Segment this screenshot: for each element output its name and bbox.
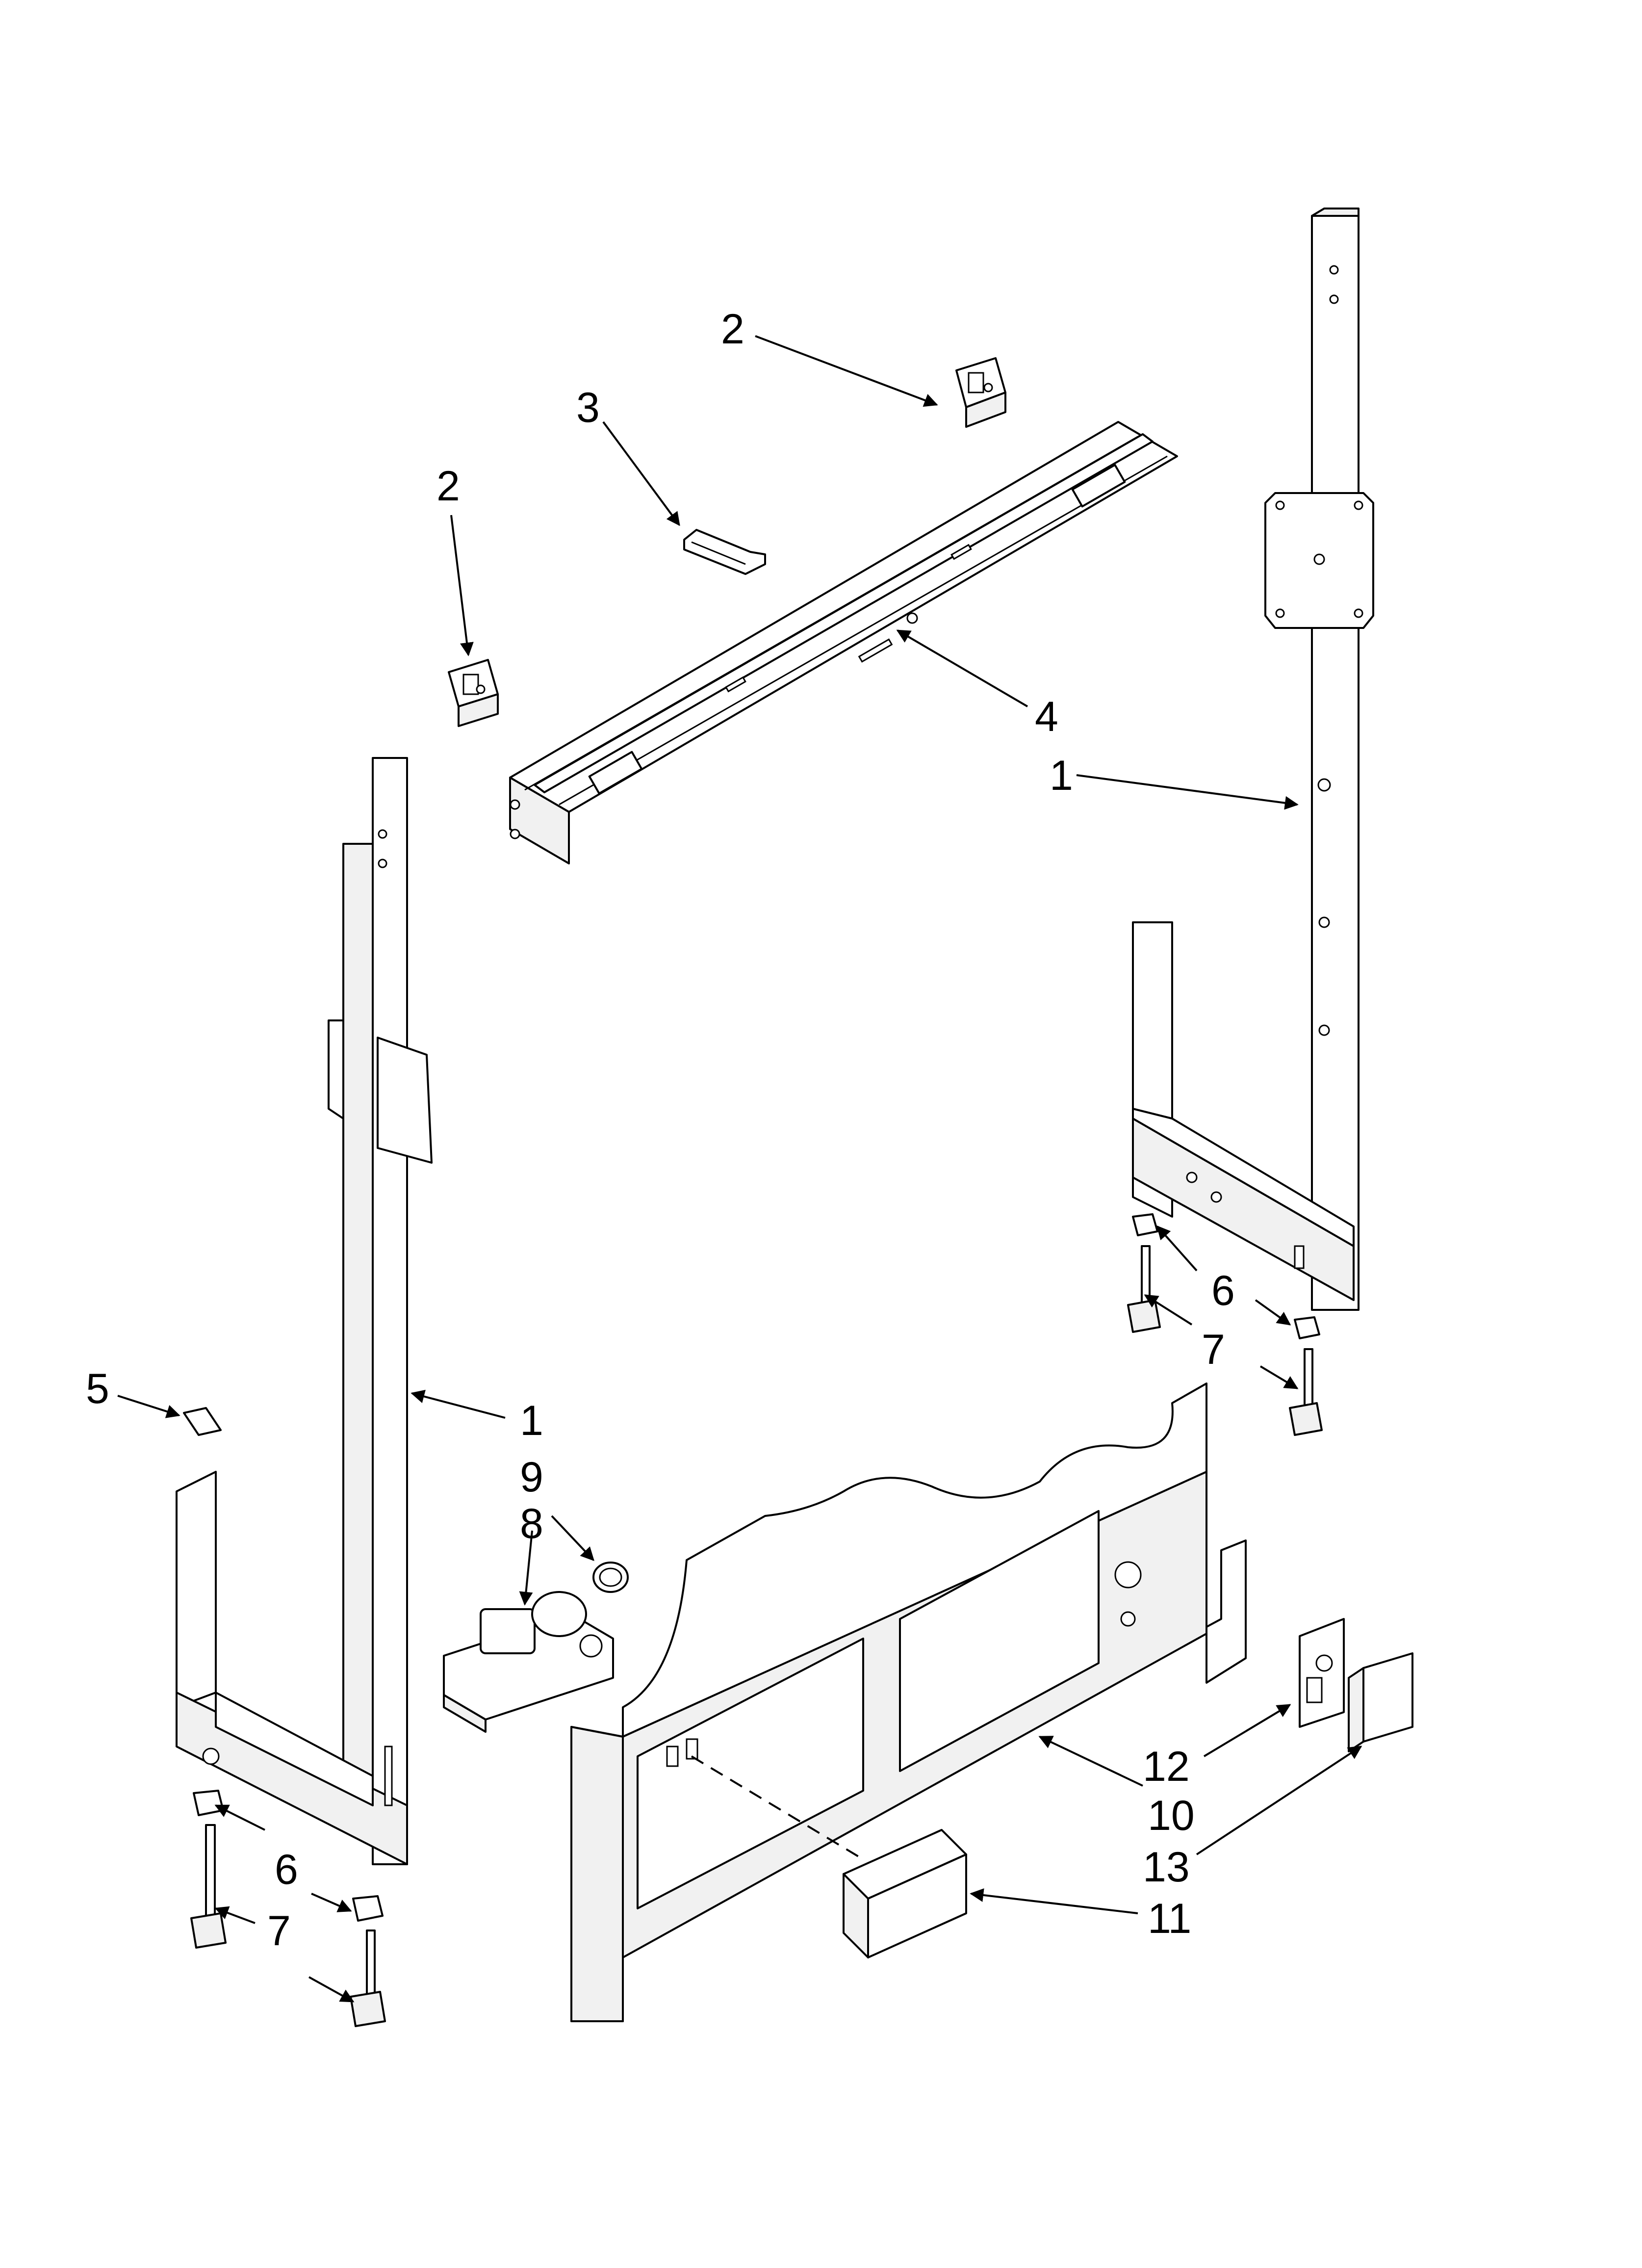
clamp-ring-part xyxy=(592,1562,629,1593)
bracket-clip-upper-right xyxy=(955,357,1006,428)
bracket-clip-left xyxy=(448,659,499,727)
callout-1-left: 1 xyxy=(520,1397,543,1444)
callout-6-right: 6 xyxy=(1211,1267,1235,1314)
callout-2-upper: 2 xyxy=(721,306,744,353)
leveling-foot-left-rear xyxy=(350,1895,386,2027)
assembly-dash-line xyxy=(691,1755,864,1860)
leveling-foot-left-front xyxy=(190,1790,227,1949)
top-crossbar-part xyxy=(509,421,1178,864)
cover-plate-part xyxy=(1348,1652,1413,1752)
callout-3: 3 xyxy=(576,384,600,431)
water-valve-part xyxy=(443,1591,614,1733)
leveling-foot-right-front xyxy=(1127,1213,1161,1333)
callout-labels: 2 3 2 4 1 6 7 5 1 9 8 12 10 13 11 6 7 xyxy=(86,306,1235,1955)
side-frame-left xyxy=(176,757,433,1865)
callout-4: 4 xyxy=(1035,693,1058,740)
leveling-foot-right-rear xyxy=(1289,1316,1323,1436)
callout-7-right: 7 xyxy=(1202,1326,1225,1373)
leader-lines xyxy=(117,335,1362,2003)
small-clip-part xyxy=(183,1407,222,1436)
callout-1-right: 1 xyxy=(1050,752,1073,799)
small-bracket-part xyxy=(683,529,766,575)
callout-7-left: 7 xyxy=(267,1907,291,1955)
callout-11: 11 xyxy=(1148,1895,1191,1942)
callout-13: 13 xyxy=(1143,1844,1190,1891)
small-block-part xyxy=(843,1829,967,1958)
callout-8: 8 xyxy=(520,1500,543,1547)
callout-10: 10 xyxy=(1148,1792,1195,1839)
side-frame-right xyxy=(1132,208,1374,1311)
switch-bracket-part xyxy=(1299,1618,1345,1728)
callout-12: 12 xyxy=(1143,1743,1190,1790)
toe-panel-part xyxy=(570,1382,1247,2022)
callout-6-left: 6 xyxy=(275,1846,298,1893)
callout-2-left: 2 xyxy=(436,463,460,510)
callout-9: 9 xyxy=(520,1454,543,1501)
callout-5: 5 xyxy=(86,1365,109,1412)
